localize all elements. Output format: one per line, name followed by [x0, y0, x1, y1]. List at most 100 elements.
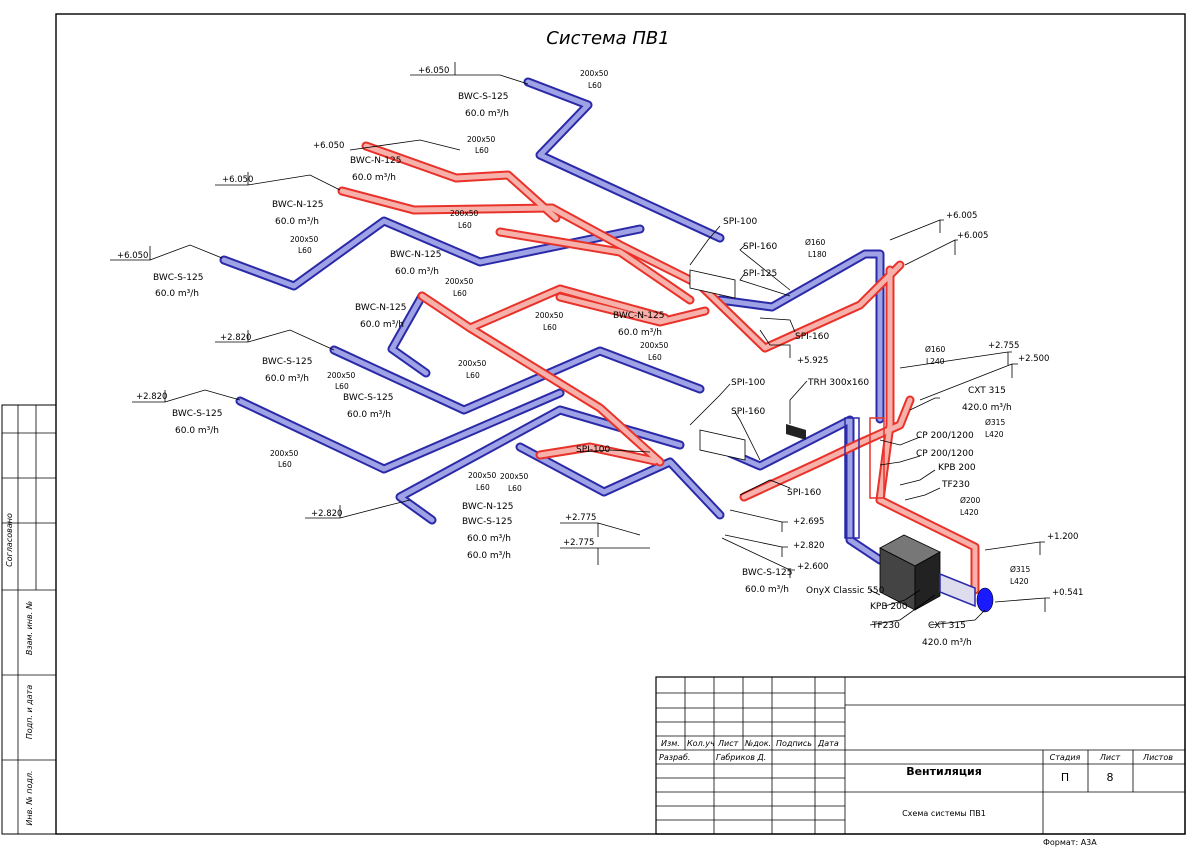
terminal-2-name: BWC-N-125 — [350, 156, 401, 166]
label-spi160-c: SPI-160 — [731, 407, 765, 417]
terminal-1-flow: 60.0 m³/h — [465, 109, 509, 119]
round-3-size: Ø315 — [985, 418, 1005, 427]
tb-col-izm: Изм. — [661, 739, 680, 748]
duct-9-len: L60 — [335, 382, 349, 391]
exhaust-duct-network — [219, 77, 885, 565]
label-tf1: TF230 — [941, 480, 970, 490]
elev-6: +2.820 — [136, 392, 167, 402]
round-1-size: Ø160 — [805, 238, 825, 247]
terminal-3-flow: 60.0 m³/h — [275, 217, 319, 227]
duct-6-len: L60 — [543, 323, 557, 332]
terminal-1-name: BWC-S-125 — [458, 92, 508, 102]
duct-1-len: L60 — [588, 81, 602, 90]
tb-project-name: Вентиляция — [906, 765, 982, 778]
round-2-len: L240 — [926, 357, 945, 366]
terminal-12-name: BWC-N-125 — [462, 502, 513, 512]
duct-9-size: 200x50 — [327, 371, 356, 380]
terminal-9-name: BWC-S-125 — [172, 409, 222, 419]
terminal-labels: BWC-S-125 60.0 m³/h BWC-N-125 60.0 m³/h … — [153, 92, 792, 595]
tb-col-list: Лист — [717, 739, 739, 748]
tb-col-ndoc: №док. — [744, 739, 771, 748]
terminal-7-name: BWC-S-125 — [262, 357, 312, 367]
terminal-11-name: BWC-S-125 — [462, 517, 512, 527]
label-spi100-c: SPI-100 — [576, 445, 610, 455]
terminal-5-flow: 60.0 m³/h — [395, 267, 439, 277]
component-labels: SPI-100 SPI-160 SPI-125 SPI-160 SPI-100 … — [576, 217, 1012, 648]
duct-8-size: 200x50 — [458, 359, 487, 368]
elev-8: +6.005 — [946, 211, 977, 221]
cp-silencer-pair — [844, 417, 885, 539]
side-stamp: Согласовано Взам. инв. № Подп. и дата Ин… — [1, 404, 57, 835]
terminal-3-name: BWC-N-125 — [272, 200, 323, 210]
duct-size-tags: 200x50 L60 200x50 L60 200x50 L60 200x50 … — [270, 69, 1030, 586]
duct-12-size: 200x50 — [500, 472, 529, 481]
elev-1: +6.050 — [418, 66, 449, 76]
elev-14: +2.775 — [563, 538, 594, 548]
elev-16: +2.820 — [793, 541, 824, 551]
trh-grille — [786, 424, 806, 440]
terminal-8-flow: 60.0 m³/h — [347, 410, 391, 420]
duct-1-size: 200x50 — [580, 69, 609, 78]
round-5-len: L420 — [1010, 577, 1029, 586]
label-onyx: OnyX Classic 550 — [806, 586, 885, 596]
duct-10-size: 200x50 — [270, 449, 299, 458]
cxt-fan-outlet — [939, 572, 994, 613]
label-cp2: CP 200/1200 — [916, 449, 974, 459]
onyx-air-handling-unit — [879, 534, 941, 611]
round-4-size: Ø200 — [960, 496, 980, 505]
elev-9: +6.005 — [957, 231, 988, 241]
elev-11: +2.755 — [988, 341, 1019, 351]
stamp-agreed: Согласовано — [5, 513, 14, 567]
label-spi160-d: SPI-160 — [787, 488, 821, 498]
duct-3-size: 200x50 — [450, 209, 479, 218]
label-cxt2-flow: 420.0 m³/h — [922, 638, 972, 648]
duct-10-len: L60 — [278, 460, 292, 469]
duct-6-size: 200x50 — [535, 311, 564, 320]
label-trh: TRH 300x160 — [807, 378, 869, 388]
tb-list-value: 8 — [1107, 771, 1114, 784]
label-cxt2-name: CXT 315 — [928, 621, 966, 631]
terminal-12-flow: 60.0 m³/h — [467, 551, 511, 561]
tb-format: Формат: А3А — [1043, 838, 1097, 847]
duct-5-size: 200x50 — [445, 277, 474, 286]
terminal-4-name: BWC-S-125 — [153, 273, 203, 283]
elev-3: +6.050 — [222, 175, 253, 185]
label-spi160-a: SPI-160 — [743, 242, 777, 252]
tb-razrab-label: Разраб. — [659, 753, 690, 762]
label-tf2: TF230 — [871, 621, 900, 631]
stamp-sign-date: Подп. и дата — [25, 685, 34, 740]
tb-col-kol: Кол.уч — [687, 739, 715, 748]
tb-lists-label: Листов — [1142, 753, 1173, 762]
label-spi160-b: SPI-160 — [795, 332, 829, 342]
duct-11-size: 200x50 — [468, 471, 497, 480]
stamp-inv-orig: Инв. № подл. — [25, 770, 34, 825]
round-4-len: L420 — [960, 508, 979, 517]
duct-4-size: 200x50 — [290, 235, 319, 244]
terminal-4-flow: 60.0 m³/h — [155, 289, 199, 299]
tb-list-label: Лист — [1099, 753, 1121, 762]
round-1-len: L180 — [808, 250, 827, 259]
round-3-len: L420 — [985, 430, 1004, 439]
tb-col-sign: Подпись — [776, 739, 812, 748]
duct-4-len: L60 — [298, 246, 312, 255]
label-spi100-b: SPI-100 — [731, 378, 765, 388]
label-cxt1-name: CXT 315 — [968, 386, 1006, 396]
terminal-7-flow: 60.0 m³/h — [265, 374, 309, 384]
duct-7-size: 200x50 — [640, 341, 669, 350]
terminal-8-name: BWC-S-125 — [343, 393, 393, 403]
tb-sheet-name: Схема системы ПВ1 — [902, 809, 986, 818]
terminal-10-name: BWC-N-125 — [613, 311, 664, 321]
terminal-6-name: BWC-N-125 — [355, 303, 406, 313]
round-2-size: Ø160 — [925, 345, 945, 354]
elev-12: +2.500 — [1018, 354, 1049, 364]
duct-2-len: L60 — [475, 146, 489, 155]
tb-stage-value: П — [1061, 771, 1069, 784]
duct-11-len: L60 — [476, 483, 490, 492]
terminal-13-name: BWC-S-125 — [742, 568, 792, 578]
terminal-2-flow: 60.0 m³/h — [352, 173, 396, 183]
label-cp1: CP 200/1200 — [916, 431, 974, 441]
terminal-9-flow: 60.0 m³/h — [175, 426, 219, 436]
label-spi100-a: SPI-100 — [723, 217, 757, 227]
terminal-5-name: BWC-N-125 — [390, 250, 441, 260]
